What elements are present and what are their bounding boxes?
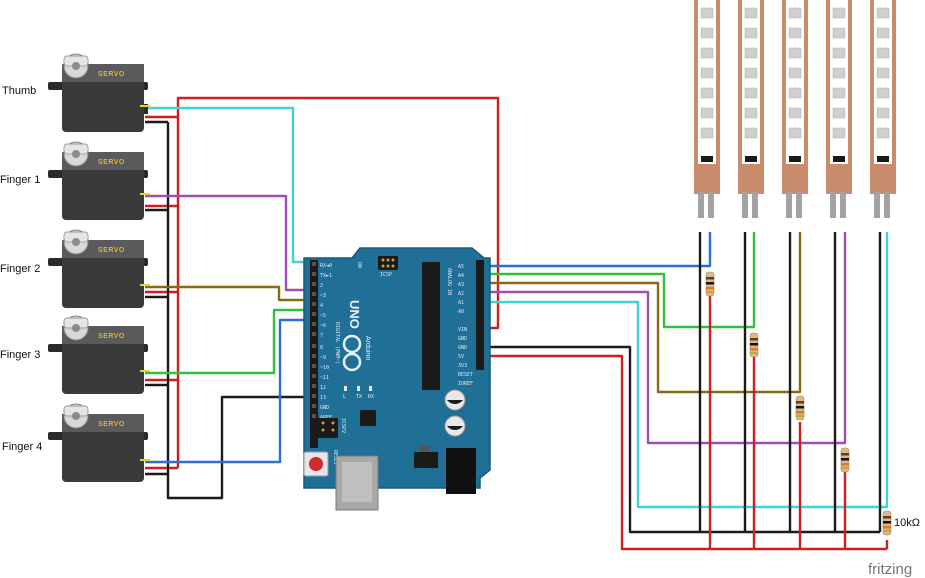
servo-label-thumb: Thumb bbox=[2, 85, 36, 97]
digital-section-label: DIGITAL (PWM~) bbox=[334, 322, 340, 364]
pin-label: 3V3 bbox=[458, 363, 467, 369]
servo-badge: SERVO bbox=[98, 247, 125, 254]
analog-section-label: ANALOG IN bbox=[446, 268, 452, 295]
servo-badge: SERVO bbox=[98, 421, 125, 428]
wire-thumb-signal bbox=[145, 106, 312, 264]
servo-label-finger-1: Finger 1 bbox=[0, 174, 40, 186]
wire-a-blue bbox=[484, 232, 712, 268]
l-led-label: L bbox=[343, 394, 346, 400]
pin-label: A1 bbox=[458, 300, 464, 306]
reset-button[interactable] bbox=[303, 451, 329, 477]
pin-label: GND bbox=[320, 405, 329, 411]
wire-finger2-signal bbox=[145, 285, 312, 302]
pin-label: ~3 bbox=[320, 293, 326, 299]
pin-label: IOREF bbox=[458, 381, 473, 387]
pin-label: ~9 bbox=[320, 355, 326, 361]
icsp2-label: ICSP2 bbox=[340, 418, 346, 433]
wires bbox=[145, 96, 889, 551]
pin-label: ~5 bbox=[320, 313, 326, 319]
flex-sensor-5 bbox=[870, 0, 896, 218]
pin-label: A0 bbox=[458, 309, 464, 315]
flex-sensors bbox=[694, 0, 896, 218]
reset-label: RESET bbox=[332, 450, 338, 465]
resistor-5 bbox=[882, 510, 892, 536]
flex-sensor-1 bbox=[694, 0, 720, 218]
pin-label: 5V bbox=[458, 354, 464, 360]
wire-5v-bus bbox=[176, 96, 500, 468]
resistors: 10kΩ bbox=[705, 271, 920, 536]
servo-label-finger-3: Finger 3 bbox=[0, 349, 40, 361]
icsp2-header: ICSP2 bbox=[318, 418, 346, 438]
pin-label: 13 bbox=[320, 395, 326, 401]
servo-leads bbox=[140, 105, 150, 461]
on-led-label: ON bbox=[356, 262, 362, 268]
rx-led-label: RX bbox=[368, 394, 374, 400]
wire-finger3-signal bbox=[145, 308, 312, 375]
pin-label: 4 bbox=[320, 303, 323, 309]
wire-gnd-rail bbox=[484, 345, 880, 534]
tx-led-label: TX bbox=[356, 394, 362, 400]
board-name: UNO bbox=[347, 300, 362, 329]
pin-label: 7 bbox=[320, 333, 323, 339]
pin-label: RX◄0 bbox=[320, 263, 332, 269]
capacitors bbox=[444, 389, 466, 437]
voltage-regulator bbox=[414, 446, 438, 468]
pin-label: A3 bbox=[458, 282, 464, 288]
pin-label: 12 bbox=[320, 385, 326, 391]
servo-badge: SERVO bbox=[98, 71, 125, 78]
servo-badge: SERVO bbox=[98, 333, 125, 340]
pin-label: A2 bbox=[458, 291, 464, 297]
servo-label-finger-2: Finger 2 bbox=[0, 263, 40, 275]
board-brand: Arduino bbox=[364, 336, 371, 360]
pin-label: VIN bbox=[458, 327, 467, 333]
wire-finger1-signal bbox=[145, 194, 312, 292]
servo-thumb: SERVO bbox=[48, 53, 148, 132]
flex-sensor-3 bbox=[782, 0, 808, 218]
pin-label: GND bbox=[458, 345, 467, 351]
analog-pin-labels: A5 A4 A3 A2 A1 A0 bbox=[458, 264, 464, 315]
analog-power-header bbox=[476, 260, 484, 370]
pin-label: RESET bbox=[458, 372, 473, 378]
resistor-4 bbox=[840, 447, 850, 473]
resistor-3 bbox=[795, 395, 805, 421]
servo-group: SERVO SERVO SERVO S bbox=[0, 53, 150, 482]
atmega-chip bbox=[422, 262, 440, 390]
icsp-label: ICSP bbox=[380, 272, 392, 278]
pin-label: ~6 bbox=[320, 323, 326, 329]
flex-sensor-2 bbox=[738, 0, 764, 218]
pin-label: A5 bbox=[458, 264, 464, 270]
servo-finger-3: SERVO bbox=[48, 315, 148, 394]
servo-finger-1: SERVO bbox=[48, 141, 148, 220]
pin-label: TX►1 bbox=[320, 273, 332, 279]
flex-sensor-4 bbox=[826, 0, 852, 218]
wire-a-cyan bbox=[484, 232, 889, 509]
resistor-2 bbox=[749, 332, 759, 358]
pin-label: 2 bbox=[320, 283, 323, 289]
servo-badge: SERVO bbox=[98, 159, 125, 166]
servo-label-finger-4: Finger 4 bbox=[2, 441, 42, 453]
resistor-value-label: 10kΩ bbox=[894, 517, 920, 529]
arduino-uno-board: RX◄0 TX►1 2 ~3 4 ~5 ~6 7 8 ~9 ~10 ~11 12… bbox=[303, 247, 491, 511]
wire-a-purple bbox=[484, 232, 847, 445]
icsp-header: ICSP bbox=[378, 256, 398, 278]
wire-a-green bbox=[484, 232, 756, 329]
digital-pin-holes bbox=[312, 262, 316, 418]
fritzing-brand: fritzing bbox=[868, 561, 912, 578]
servo-finger-4: SERVO bbox=[48, 403, 148, 482]
power-pin-labels: VIN GND GND 5V 3V3 RESET IOREF bbox=[458, 327, 473, 387]
arduino-logo: UNO Arduino bbox=[342, 300, 371, 372]
resistor-1 bbox=[705, 271, 715, 297]
pin-label: GND bbox=[458, 336, 467, 342]
power-jack bbox=[446, 448, 476, 494]
pin-label: A4 bbox=[458, 273, 464, 279]
pin-label: ~11 bbox=[320, 375, 329, 381]
wire-a-brown bbox=[484, 232, 802, 394]
wire-finger4-signal bbox=[145, 318, 312, 464]
pin-label: 8 bbox=[320, 345, 323, 351]
wire-5v-rail bbox=[484, 354, 887, 551]
pin-label: ~10 bbox=[320, 365, 329, 371]
usb-chip bbox=[360, 410, 376, 426]
servo-finger-2: SERVO bbox=[48, 229, 148, 308]
